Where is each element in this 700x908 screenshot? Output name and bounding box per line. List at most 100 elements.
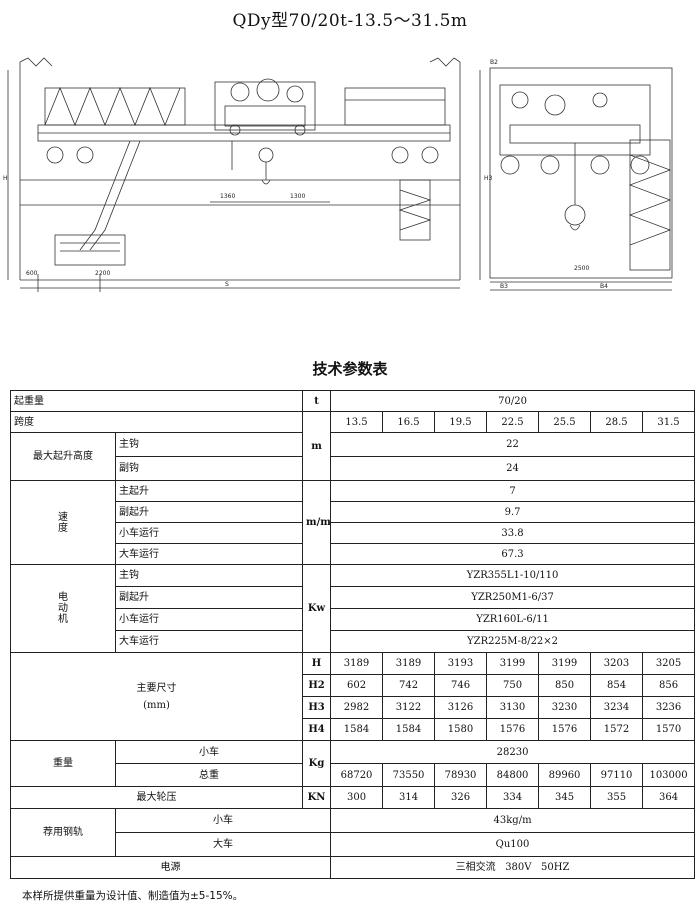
motor-aux-value: YZR250M1-6/37	[330, 586, 696, 609]
dimensions-unit: (mm)	[143, 699, 170, 711]
power-value: 三相交流 380V 50HZ	[330, 856, 696, 879]
dim-value: 856	[642, 674, 696, 697]
crane-drawing: H 600 2200 1360 1300 S 2500 B4 B3 B2 H3	[3, 57, 673, 292]
weight-total-label: 总重	[114, 763, 304, 787]
lift-height-main-label: 主钩	[114, 432, 304, 457]
table-title: 技术参数表	[312, 360, 388, 378]
weight-total-value: 73550	[382, 763, 436, 787]
rail-trolley-label: 小车	[114, 808, 332, 833]
dim-value: 2982	[330, 696, 384, 719]
power-label: 电源	[9, 856, 332, 879]
weight-trolley-label: 小车	[114, 740, 304, 764]
dim-value: 750	[486, 674, 540, 697]
span-value: 25.5	[538, 411, 592, 433]
rail-label: 荐用钢轨	[10, 808, 116, 857]
wheel-pressure-value: 300	[330, 786, 384, 809]
lifting-capacity-unit: t	[302, 390, 332, 412]
dim-key: H	[302, 652, 332, 675]
row-span: 跨度 m 13.5 16.5 19.5 22.5 25.5 28.5 31.5	[9, 411, 696, 481]
weight-label: 重量	[10, 740, 116, 787]
dim-key: H2	[302, 674, 332, 697]
dim-2500: 2500	[574, 265, 589, 272]
row-power: 电源 三相交流 380V 50HZ	[9, 856, 696, 879]
wheel-pressure-value: 314	[382, 786, 436, 809]
dim-value: 746	[434, 674, 488, 697]
rail-bridge-value: Qu100	[330, 832, 696, 857]
wheel-pressure-value: 355	[590, 786, 644, 809]
speed-main-hoist-label: 主起升	[114, 480, 304, 502]
weight-total-value: 97110	[590, 763, 644, 787]
motor-main-label: 主钩	[114, 564, 304, 587]
motor-trolley-value: YZR160L-6/11	[330, 608, 696, 631]
span-value: 31.5	[642, 411, 696, 433]
dim-value: 3230	[538, 696, 592, 719]
lifting-capacity-value: 70/20	[330, 390, 696, 412]
row-lifting-capacity: 起重量 t 70/20	[9, 390, 696, 412]
row-motor-main: 电 动 机 主钩 Kw YZR355L1-10/110	[10, 564, 696, 653]
dim-value: 3203	[590, 652, 644, 675]
wheel-pressure-label: 最大轮压	[9, 786, 304, 809]
motor-bridge-label: 大车运行	[114, 630, 304, 653]
dim-value: 1576	[538, 718, 592, 741]
span-label: 跨度	[9, 411, 304, 433]
row-speed-aux-hoist: 副起升 9.7	[11, 501, 696, 523]
speed-unit: m/min	[302, 480, 332, 565]
motor-label: 电 动 机	[10, 564, 116, 653]
dim-1300: 1300	[290, 193, 305, 200]
wheel-pressure-value: 364	[642, 786, 696, 809]
span-value: 22.5	[486, 411, 540, 433]
row-dim-h2: H2 602 742 746 750 850 854 856	[11, 674, 696, 697]
dim-value: 1580	[434, 718, 488, 741]
dim-value: 3199	[538, 652, 592, 675]
rail-trolley-value: 43kg/m	[330, 808, 696, 833]
dim-value: 742	[382, 674, 436, 697]
span-value: 19.5	[434, 411, 488, 433]
speed-bridge-label: 大车运行	[114, 543, 304, 565]
dim-value: 3234	[590, 696, 644, 719]
dim-value: 1572	[590, 718, 644, 741]
dimensions-label-cell: 主要尺寸 (mm)	[9, 652, 304, 741]
dim-value: 3126	[434, 696, 488, 719]
speed-trolley-value: 33.8	[330, 522, 696, 544]
row-rail-trolley: 荐用钢轨 小车 43kg/m	[10, 808, 696, 857]
dim-b3: B3	[500, 283, 508, 290]
speed-aux-hoist-label: 副起升	[114, 501, 304, 523]
span-value: 28.5	[590, 411, 644, 433]
dim-key: H4	[302, 718, 332, 741]
span-value: 13.5	[330, 411, 384, 433]
motor-bridge-value: YZR225M-8/22×2	[330, 630, 696, 653]
row-speed-main-hoist: 速 度 主起升 m/min 7	[10, 480, 696, 565]
speed-trolley-label: 小车运行	[114, 522, 304, 544]
footnote: 本样所提供重量为设计值、制造值为±5-15%。	[22, 890, 244, 902]
dim-600: 600	[26, 270, 38, 277]
dim-1360: 1360	[220, 193, 235, 200]
wheel-pressure-value: 334	[486, 786, 540, 809]
motor-trolley-label: 小车运行	[114, 608, 304, 631]
weight-trolley-value: 28230	[330, 740, 696, 764]
row-speed-bridge: 大车运行 67.3	[11, 543, 696, 565]
row-motor-bridge: 大车运行 YZR225M-8/22×2	[11, 630, 696, 653]
wheel-pressure-value: 326	[434, 786, 488, 809]
row-dim-h3: H3 2982 3122 3126 3130 3230 3234 3236	[11, 696, 696, 719]
dim-key: H3	[302, 696, 332, 719]
dim-value: 3122	[382, 696, 436, 719]
speed-main-hoist-value: 7	[330, 480, 696, 502]
dim-2200: 2200	[95, 270, 110, 277]
dim-value: 3236	[642, 696, 696, 719]
weight-total-value: 68720	[330, 763, 384, 787]
dimensions-label: 主要尺寸	[136, 682, 177, 694]
row-lift-height-main: 最大起升高度 主钩 22	[10, 432, 696, 481]
wheel-pressure-value: 345	[538, 786, 592, 809]
spec-table: 起重量 t 70/20 跨度 m 13.5 16.5 19.5 22.5 25.…	[9, 390, 696, 879]
weight-total-value: 103000	[642, 763, 696, 787]
weight-total-value: 89960	[538, 763, 592, 787]
row-weight-total: 总重 68720 73550 78930 84800 89960 97110 1…	[11, 763, 696, 787]
dim-h: H	[3, 175, 8, 182]
document-title: QDy型70/20t-13.5～31.5m	[232, 11, 468, 31]
motor-aux-label: 副起升	[114, 586, 304, 609]
dim-value: 1584	[382, 718, 436, 741]
dim-h3: H3	[484, 175, 493, 182]
dim-b4: B4	[600, 283, 608, 290]
dim-value: 850	[538, 674, 592, 697]
span-value: 16.5	[382, 411, 436, 433]
